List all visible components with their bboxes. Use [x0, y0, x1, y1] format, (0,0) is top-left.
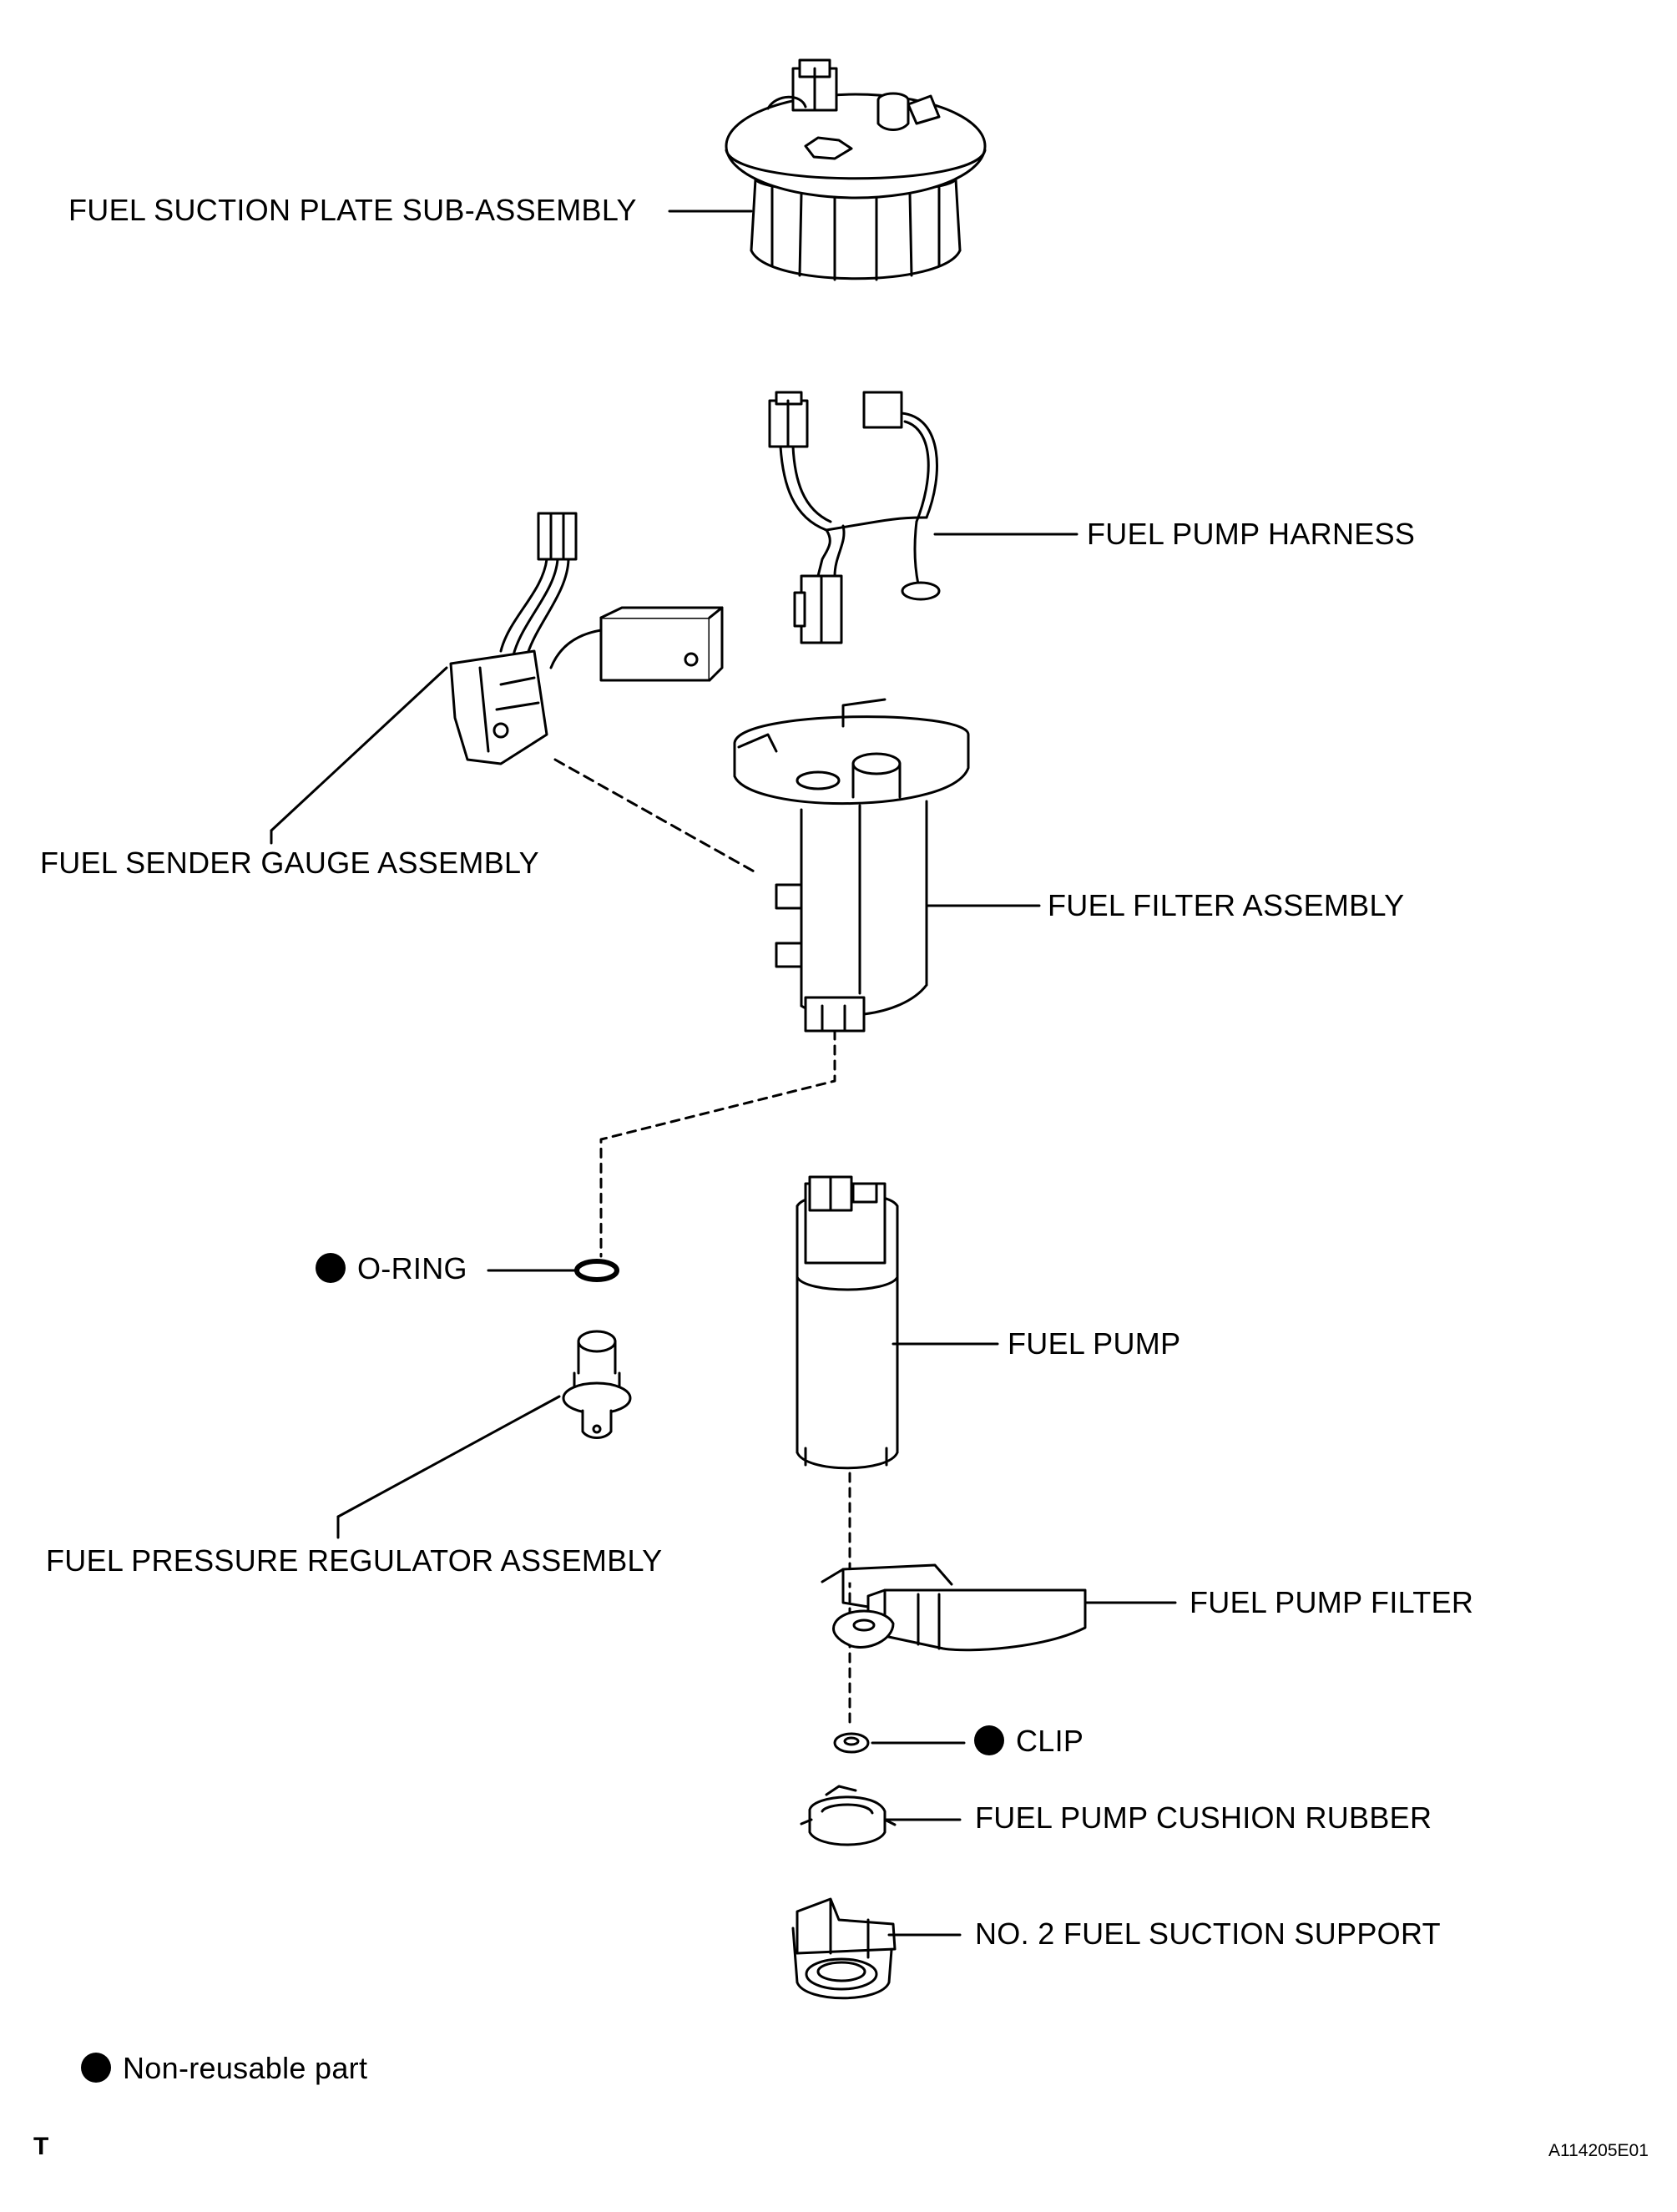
- non-reusable-marker-icon: [81, 2053, 111, 2083]
- label-fuel-pump-filter: FUEL PUMP FILTER: [1190, 1585, 1474, 1619]
- label-fuel-pump: FUEL PUMP: [1008, 1326, 1181, 1361]
- label-fuel-pump-cushion-rubber: FUEL PUMP CUSHION RUBBER: [975, 1800, 1432, 1835]
- fuel-pressure-regulator-drawing: [562, 1330, 632, 1439]
- label-fuel-sender-gauge: FUEL SENDER GAUGE ASSEMBLY: [40, 846, 539, 880]
- label-clip: CLIP: [974, 1725, 1083, 1758]
- o-ring-drawing: [574, 1259, 619, 1282]
- fuel-sender-gauge-drawing: [449, 512, 724, 765]
- figure-id: A114205E01: [1548, 2141, 1649, 2160]
- label-o-ring-text: O-RING: [357, 1251, 467, 1285]
- fuel-pump-filter-drawing: [821, 1563, 1087, 1652]
- non-reusable-marker-icon: [316, 1253, 346, 1283]
- fuel-filter-drawing: [733, 698, 970, 1033]
- label-clip-text: CLIP: [1016, 1724, 1084, 1758]
- label-o-ring: O-RING: [316, 1252, 467, 1285]
- fuel-suction-plate-drawing: [725, 58, 987, 281]
- legend-non-reusable-text: Non-reusable part: [123, 2051, 368, 2085]
- fuel-pump-cushion-rubber-drawing: [800, 1785, 897, 1846]
- label-no2-fuel-suction-support: NO. 2 FUEL SUCTION SUPPORT: [975, 1917, 1441, 1951]
- non-reusable-marker-icon: [974, 1725, 1004, 1755]
- no2-fuel-suction-support-drawing: [791, 1897, 897, 2000]
- fuel-pump-harness-drawing: [768, 391, 941, 644]
- fuel-pump-drawing: [796, 1175, 899, 1470]
- label-fuel-filter: FUEL FILTER ASSEMBLY: [1048, 888, 1405, 922]
- label-fuel-pump-harness: FUEL PUMP HARNESS: [1087, 517, 1416, 551]
- footer-left-mark: T: [33, 2133, 49, 2160]
- clip-drawing: [833, 1732, 870, 1754]
- label-fuel-suction-plate: FUEL SUCTION PLATE SUB-ASSEMBLY: [68, 193, 637, 227]
- label-fuel-pressure-regulator: FUEL PRESSURE REGULATOR ASSEMBLY: [46, 1543, 663, 1578]
- legend-non-reusable: Non-reusable part: [81, 2052, 367, 2085]
